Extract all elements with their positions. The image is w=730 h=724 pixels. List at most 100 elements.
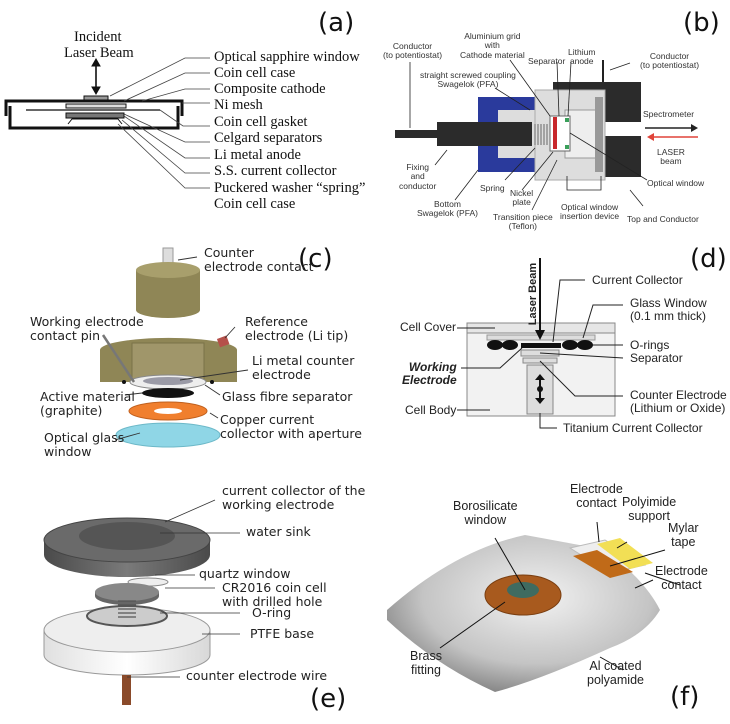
label-o-rings: O-rings [630, 338, 670, 352]
label-cell-body: Cell Body [405, 403, 457, 417]
panel-a-tag: (a) [318, 8, 355, 38]
li-anode [65, 112, 125, 119]
arrow-down-icon [91, 86, 101, 96]
arrow-up-icon [91, 57, 101, 67]
incident-label: Incident [74, 29, 122, 45]
panel-a: (a) Incident Laser Beam [0, 0, 365, 215]
label-separator: Separator [630, 351, 683, 365]
label-counter-electrode: Counter Electrode(Lithium or Oxide) [630, 388, 727, 416]
cell-cross-section-diagram [457, 258, 624, 429]
laser-beam-label: Laser Beam [64, 45, 134, 61]
counter-electrode [522, 357, 558, 364]
label-glass-fibre: Glass fibre separator [222, 389, 353, 404]
label-ni-mesh: Ni mesh [214, 97, 263, 113]
arrow-right-icon [691, 124, 698, 132]
coin-cell-diagram [4, 57, 210, 189]
label-ptfe-base: PTFE base [250, 626, 315, 641]
label-optical-window: Optical window [647, 178, 705, 188]
graphite-disc [142, 388, 194, 398]
three-electrode-cell-diagram [100, 247, 249, 448]
label-conductor-left: Conductor(to potentiostat) [383, 41, 443, 61]
panel-d: (d) Laser Beam Current Collector Glass W… [365, 230, 730, 470]
li-metal-counter [143, 377, 193, 385]
label-top-conductor: Top and Conductor [627, 214, 699, 224]
label-laser-beam: Laser Beam [527, 262, 540, 326]
label-coin-cell-case: Coin cell case [214, 65, 296, 81]
o-ring [86, 605, 168, 627]
label-o-ring: O-ring [252, 605, 292, 620]
water-sink [79, 522, 175, 550]
lithium-anode-top [565, 118, 569, 122]
label-active-material: Active material(graphite) [40, 389, 135, 418]
label-counter-wire: counter electrode wire [186, 668, 328, 683]
spring-coil [534, 124, 548, 145]
label-spectrometer: Spectrometer [643, 109, 695, 119]
label-coin-cell-case-bottom: Coin cell case [214, 196, 296, 212]
panel-b-tag: (b) [683, 8, 720, 38]
composite-cathode [65, 103, 127, 109]
label-transition-piece: Transition piece(Teflon) [493, 212, 553, 232]
label-current-collector: Current Collector [592, 273, 683, 287]
label-glass-window: Glass Window(0.1 mm thick) [630, 296, 707, 324]
conductor-rod [395, 130, 445, 138]
fixing-conductor [437, 122, 532, 146]
label-conductor-right: Conductor(to potentiostat) [640, 51, 700, 71]
panel-b: (b) [365, 0, 730, 232]
coin-cell-case-top [4, 99, 184, 116]
label-composite-cathode: Composite cathode [214, 81, 326, 97]
optical-glass-window [115, 422, 221, 448]
label-optical-sapphire-window: Optical sapphire window [214, 49, 360, 65]
label-cell-cover: Cell Cover [400, 320, 457, 334]
mylar-tape [573, 550, 633, 578]
label-li-metal-anode: Li metal anode [214, 147, 301, 163]
reference-li-tip [216, 335, 230, 348]
label-puckered-washer: Puckered washer “spring” [214, 180, 366, 196]
label-quartz-window: quartz window [199, 566, 291, 581]
arrow-down-icon [535, 330, 545, 340]
counter-electrode-cylinder [136, 270, 200, 318]
coin-cell-case-bottom [8, 106, 180, 130]
label-separator: Separator [528, 56, 566, 66]
lithium-anode-bottom [565, 145, 569, 149]
arrow-left-icon [647, 133, 654, 141]
counter-wire [122, 675, 131, 705]
spring-coil [118, 600, 136, 618]
panel-d-tag: (d) [690, 244, 727, 274]
in-situ-cell-diagram [43, 499, 240, 705]
working-electrode-pin [101, 334, 136, 383]
label-ss-current-collector: S.S. current collector [214, 163, 337, 179]
cathode-material [553, 117, 557, 149]
swagelok-cell-diagram [395, 59, 698, 211]
panel-c-tag: (c) [298, 244, 333, 274]
working-electrode [521, 343, 561, 348]
pouch-cell-diagram [387, 521, 681, 692]
coin-cell [95, 583, 159, 601]
sapphire-window [83, 95, 109, 101]
polyimide-support [597, 538, 653, 569]
panel-e-tag: (e) [310, 684, 347, 714]
